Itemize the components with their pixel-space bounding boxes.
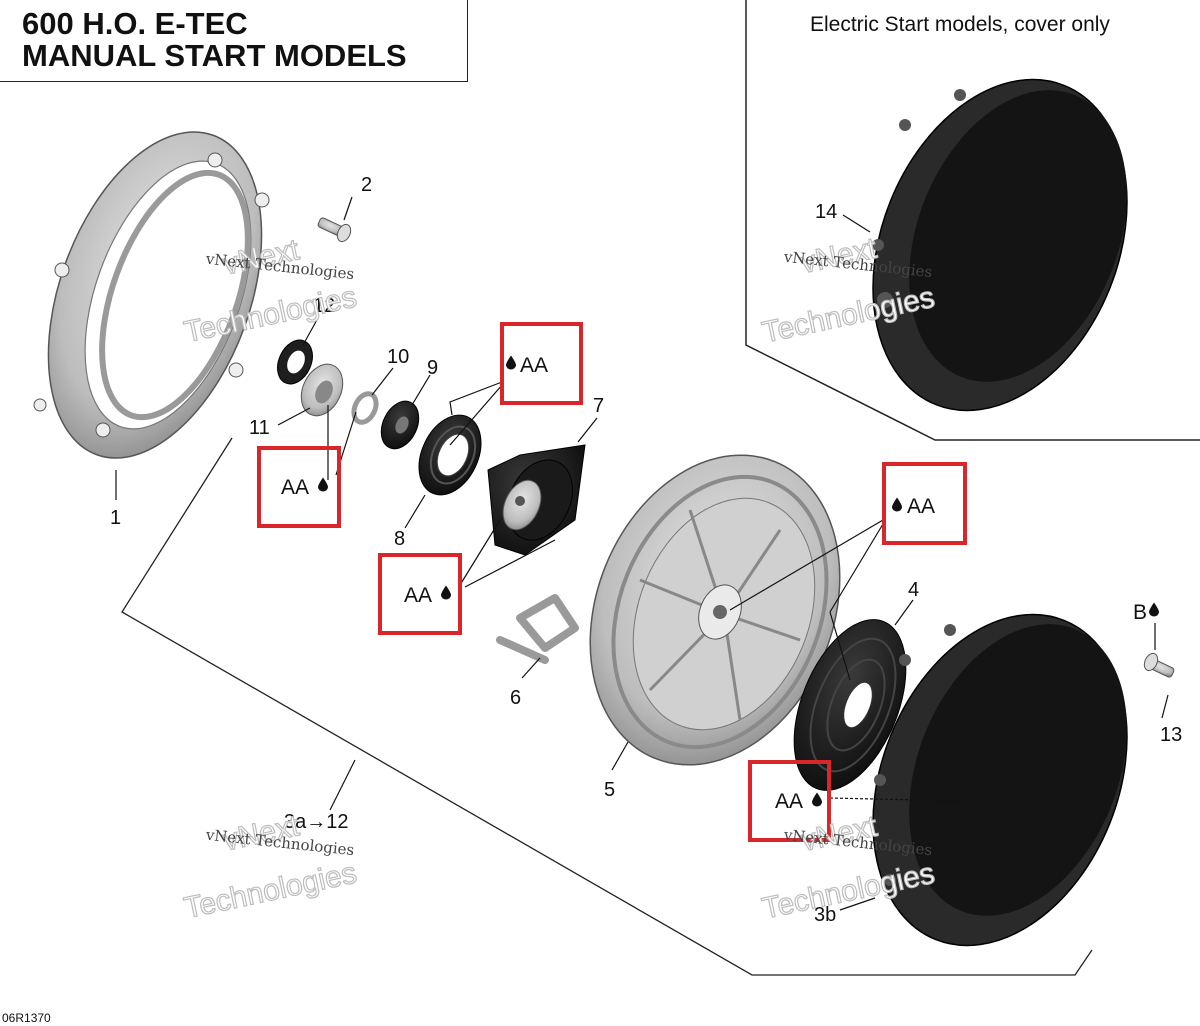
lube-label-aa-4: AA: [907, 495, 935, 518]
oil-drop-icon: [812, 792, 822, 807]
inset-frame: [745, 0, 1200, 441]
callout-6: 6: [510, 687, 521, 709]
part-pulley-5: [589, 454, 841, 766]
lube-label-aa-5: AA: [775, 790, 803, 813]
lube-label-aa-2: AA: [281, 476, 309, 499]
callout-5: 5: [604, 779, 615, 801]
highlight-box-aa-3: [378, 553, 462, 635]
callout-2: 2: [361, 174, 372, 196]
lube-label-aa-3: AA: [404, 584, 432, 607]
highlight-box-aa-2: [257, 446, 341, 528]
callout-7: 7: [593, 395, 604, 417]
kit-bracket: [121, 437, 1093, 976]
part-ring-10: [351, 391, 379, 425]
part-bolt-13: [1143, 652, 1175, 678]
part-bolt-2: [317, 217, 352, 243]
oil-drop-icon: [441, 585, 451, 600]
lube-label-aa-1: AA: [520, 354, 548, 377]
callout-14: 14: [815, 201, 837, 223]
oil-drop-icon: [506, 355, 516, 370]
callout-12: 12: [313, 295, 335, 317]
leader-lines: [115, 196, 1169, 911]
part-cover-14: [872, 78, 1128, 412]
callout-8: 8: [394, 528, 405, 550]
highlight-box-aa-5: [748, 760, 831, 842]
highlight-box-aa-1: [500, 322, 583, 405]
part-bushing-11: [300, 363, 344, 417]
part-cam-9: [380, 400, 420, 450]
reference-code: 06R1370: [2, 1011, 51, 1025]
callout-10: 10: [387, 346, 409, 368]
title-box: 600 H.O. E-TEC MANUAL START MODELS: [0, 0, 468, 82]
svg-text:Technologies: Technologies: [181, 856, 359, 925]
callout-4: 4: [908, 579, 919, 601]
callout-11: 11: [249, 417, 270, 439]
part-spring-8: [418, 414, 482, 496]
highlight-boxes: [257, 322, 967, 842]
callout-9: 9: [427, 357, 438, 379]
lube-label-b: B: [1133, 601, 1147, 624]
part-housing: [33, 131, 270, 459]
callout-13: 13: [1160, 724, 1182, 746]
part-cover-3b: [872, 613, 1128, 947]
callout-3a-kit: 3a→12: [284, 811, 349, 833]
part-plate-7: [487, 444, 586, 556]
part-washer-12: [277, 339, 313, 385]
highlight-box-aa-4: [882, 462, 967, 545]
callout-3b: 3b: [814, 904, 836, 926]
oil-drop-icon: [1149, 602, 1159, 617]
oil-drop-icon: [892, 497, 902, 512]
inset-label: Electric Start models, cover only: [810, 13, 1110, 36]
part-guide-6: [496, 594, 579, 664]
title-line-2: MANUAL START MODELS: [22, 38, 407, 73]
title-line-1: 600 H.O. E-TEC: [22, 6, 248, 41]
callout-1: 1: [110, 507, 121, 529]
part-spring-4: [793, 619, 907, 791]
oil-drop-icon: [318, 477, 328, 492]
